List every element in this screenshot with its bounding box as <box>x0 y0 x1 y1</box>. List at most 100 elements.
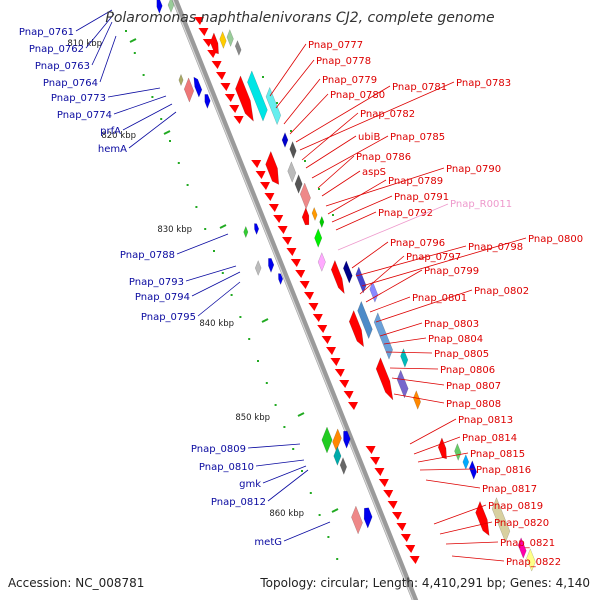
gene-feature[interactable] <box>254 259 262 277</box>
gene-feature[interactable] <box>369 281 379 303</box>
gene-label-reverse[interactable]: Pnap_0809 <box>191 444 246 455</box>
gene-feature[interactable] <box>319 215 325 229</box>
gene-label-forward[interactable]: Pnap_0807 <box>446 381 501 392</box>
gene-feature[interactable] <box>348 309 365 348</box>
gene-feature[interactable] <box>373 312 393 360</box>
gene-feature[interactable] <box>234 39 242 57</box>
gene-label-forward[interactable]: Pnap_0816 <box>476 465 531 476</box>
gene-label-forward[interactable]: Pnap_0800 <box>528 234 583 245</box>
gene-feature[interactable] <box>193 76 203 98</box>
gene-label-reverse[interactable]: Pnap_0774 <box>57 110 112 121</box>
gene-label-reverse[interactable]: Pnap_0762 <box>29 44 84 55</box>
gene-label-reverse[interactable]: Pnap_0795 <box>141 312 196 323</box>
gene-feature[interactable] <box>454 442 462 462</box>
gene-label-forward[interactable]: Pnap_0798 <box>468 242 523 253</box>
gene-feature[interactable] <box>167 0 175 14</box>
gene-feature[interactable] <box>219 30 227 50</box>
gene-label-reverse[interactable]: Pnap_0794 <box>135 292 190 303</box>
gene-feature[interactable] <box>254 223 260 236</box>
gene-label-reverse[interactable]: hemA <box>98 144 127 155</box>
gene-feature[interactable] <box>343 430 351 449</box>
gene-label-forward[interactable]: Pnap_0814 <box>462 433 517 444</box>
gene-label-forward[interactable]: Pnap_0805 <box>434 349 489 360</box>
gene-feature[interactable] <box>243 225 249 239</box>
gene-label-forward[interactable]: Pnap_0789 <box>388 176 443 187</box>
gene-feature[interactable] <box>413 390 421 410</box>
gene-label-reverse[interactable]: Pnap_0793 <box>129 277 184 288</box>
gene-feature[interactable] <box>183 77 195 103</box>
gene-label-forward[interactable]: Pnap_0780 <box>330 90 385 101</box>
gene-label-forward[interactable]: Pnap_0796 <box>390 238 445 249</box>
gene-feature[interactable] <box>317 252 326 272</box>
gene-label-forward[interactable]: Pnap_0801 <box>412 293 467 304</box>
gene-feature[interactable] <box>235 75 254 122</box>
gene-label-reverse[interactable]: Pnap_0810 <box>199 462 254 473</box>
gene-feature[interactable] <box>437 437 447 460</box>
gene-feature[interactable] <box>311 206 318 222</box>
gene-label-forward[interactable]: Pnap_0777 <box>308 40 363 51</box>
gene-label-forward[interactable]: Pnap_0799 <box>424 266 479 277</box>
gene-label-forward[interactable]: Pnap_0808 <box>446 399 501 410</box>
gene-feature[interactable] <box>339 456 347 476</box>
gene-feature[interactable] <box>462 453 470 471</box>
gene-label-forward[interactable]: Pnap_0804 <box>428 334 483 345</box>
gene-label-forward[interactable]: Pnap_0782 <box>360 109 415 120</box>
gene-label-reverse[interactable]: Pnap_0788 <box>120 250 175 261</box>
gene-label-reverse[interactable]: Pnap_0773 <box>51 93 106 104</box>
gene-feature[interactable] <box>491 497 511 543</box>
gene-label-forward[interactable]: Pnap_0817 <box>482 484 537 495</box>
gene-feature[interactable] <box>156 0 163 15</box>
gene-feature[interactable] <box>355 266 367 294</box>
gene-label-forward[interactable]: Pnap_0791 <box>394 192 449 203</box>
gene-feature[interactable] <box>526 548 536 572</box>
gene-label-forward[interactable]: Pnap_0803 <box>424 319 479 330</box>
gene-feature[interactable] <box>314 228 323 248</box>
gene-feature[interactable] <box>363 507 373 529</box>
gene-feature[interactable] <box>278 273 284 286</box>
gene-label-forward[interactable]: Pnap_0779 <box>322 75 377 86</box>
gene-label-rna[interactable]: Pnap_R0011 <box>450 199 512 210</box>
gene-feature[interactable] <box>299 182 311 210</box>
gene-label-reverse[interactable]: Pnap_0812 <box>211 497 266 508</box>
gene-label-forward[interactable]: Pnap_0786 <box>356 152 411 163</box>
gene-feature[interactable] <box>247 70 268 122</box>
gene-label-forward[interactable]: Pnap_0819 <box>488 501 543 512</box>
gene-label-forward[interactable]: Pnap_0820 <box>494 518 549 529</box>
gene-label-forward[interactable]: Pnap_0783 <box>456 78 511 89</box>
gene-feature[interactable] <box>400 348 409 368</box>
gene-feature[interactable] <box>321 426 333 454</box>
gene-feature[interactable] <box>375 357 394 401</box>
gene-feature[interactable] <box>330 259 345 295</box>
gene-feature[interactable] <box>469 460 477 480</box>
gene-feature[interactable] <box>178 73 184 87</box>
gene-label-forward[interactable]: aspS <box>362 167 386 178</box>
gene-label-forward[interactable]: Pnap_0797 <box>406 252 461 263</box>
gene-feature[interactable] <box>343 260 353 284</box>
gene-feature[interactable] <box>287 161 297 183</box>
gene-label-forward[interactable]: Pnap_0821 <box>500 538 555 549</box>
gene-feature[interactable] <box>268 258 275 274</box>
gene-label-forward[interactable]: Pnap_0790 <box>446 164 501 175</box>
gene-feature[interactable] <box>301 207 310 226</box>
gene-feature[interactable] <box>281 131 289 149</box>
gene-feature[interactable] <box>289 140 297 160</box>
gene-feature[interactable] <box>475 500 490 537</box>
gene-label-reverse[interactable]: metG <box>254 537 282 548</box>
gene-label-forward[interactable]: ubiB <box>358 132 380 143</box>
gene-label-forward[interactable]: Pnap_0778 <box>316 56 371 67</box>
gene-label-reverse[interactable]: Pnap_0764 <box>43 78 98 89</box>
gene-label-forward[interactable]: Pnap_0822 <box>506 557 561 568</box>
gene-label-reverse[interactable]: gmk <box>239 479 261 490</box>
gene-feature[interactable] <box>517 537 527 559</box>
gene-feature[interactable] <box>333 446 342 466</box>
gene-label-forward[interactable]: Pnap_0785 <box>390 132 445 143</box>
gene-feature[interactable] <box>265 150 280 185</box>
gene-label-reverse[interactable]: Pnap_0761 <box>19 27 74 38</box>
gene-feature[interactable] <box>351 505 363 535</box>
gene-label-forward[interactable]: Pnap_0813 <box>458 415 513 426</box>
gene-label-forward[interactable]: Pnap_0806 <box>440 365 495 376</box>
gene-feature[interactable] <box>396 369 409 399</box>
gene-label-reverse[interactable]: Pnap_0763 <box>35 61 90 72</box>
gene-label-forward[interactable]: Pnap_0815 <box>470 449 525 460</box>
gene-feature[interactable] <box>357 300 373 340</box>
